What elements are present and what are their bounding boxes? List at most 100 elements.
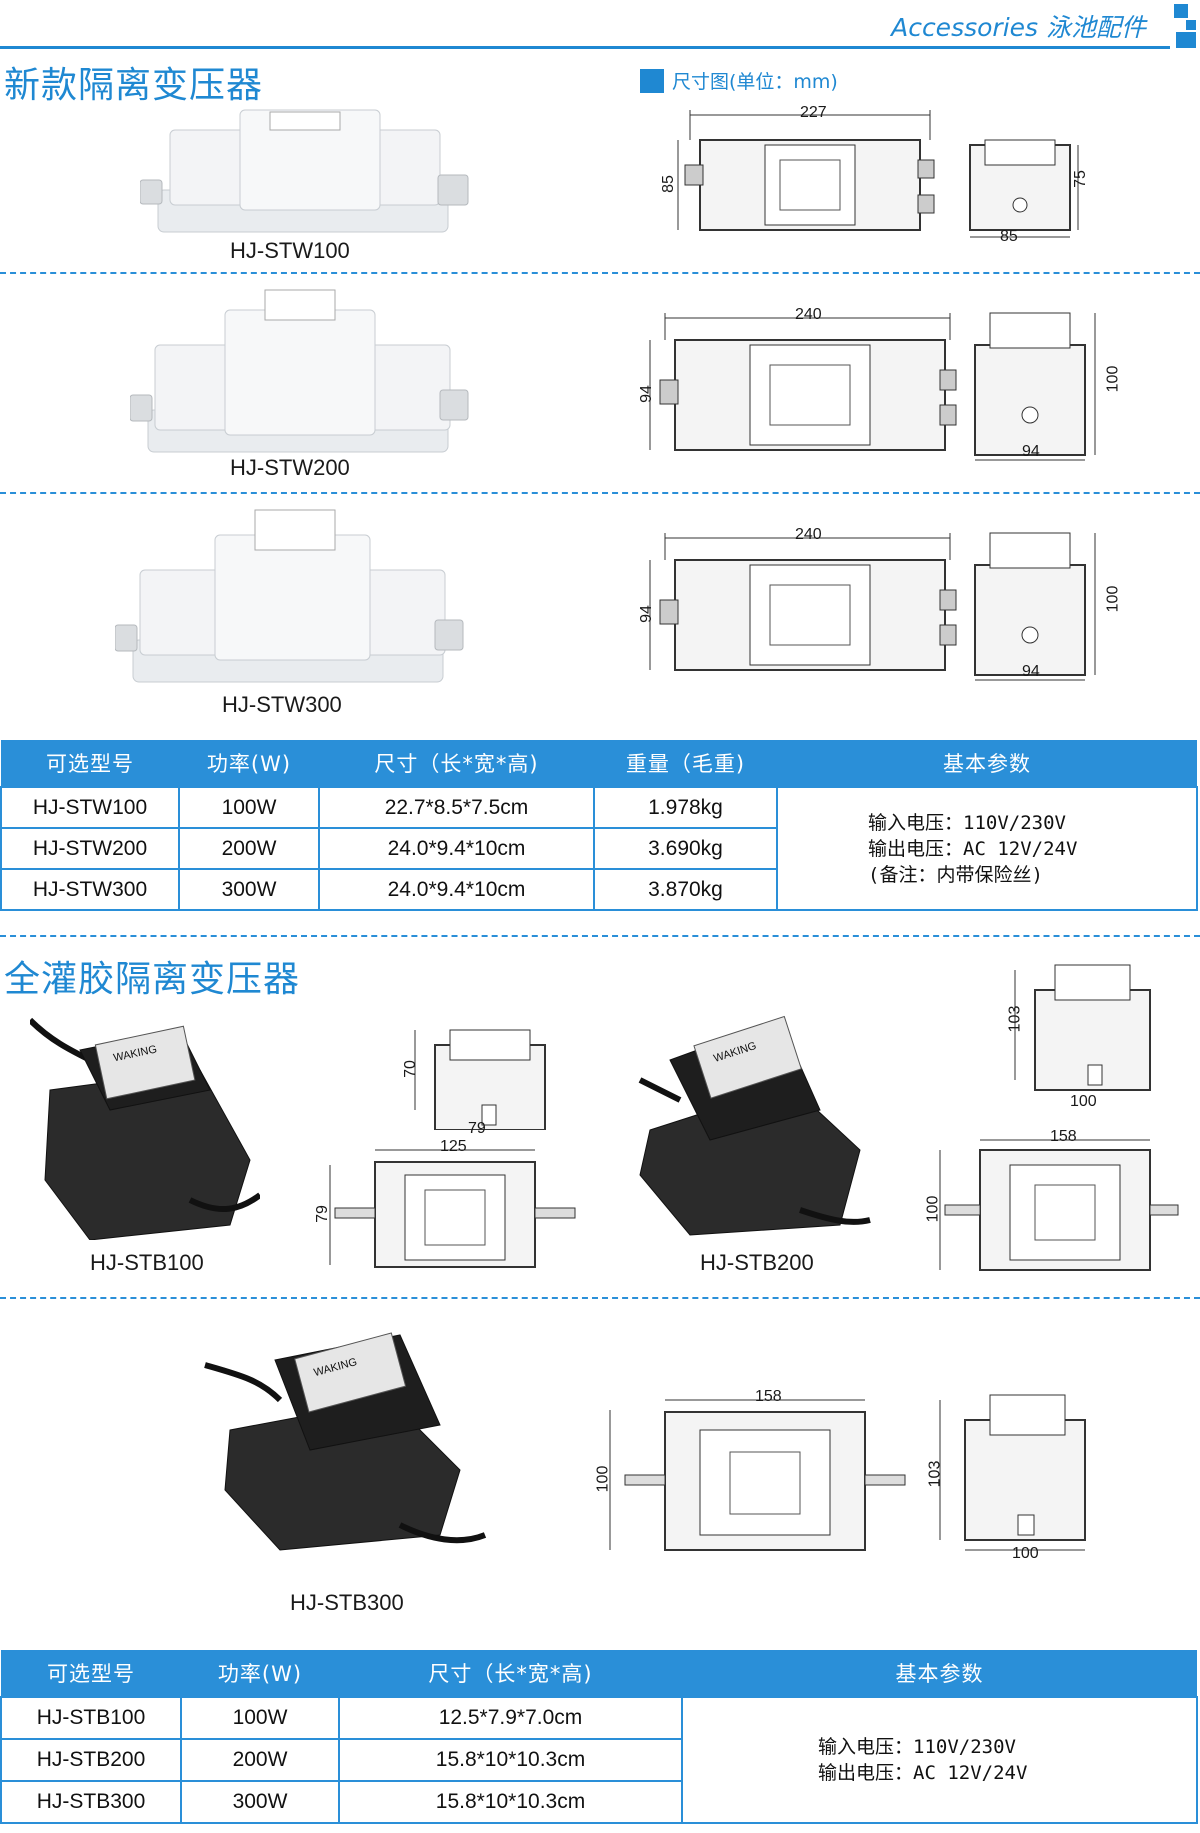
stw100-caption: HJ-STW100 xyxy=(230,238,350,263)
stw200-height-label: 94 xyxy=(637,385,655,403)
stb300-top-length-label: 158 xyxy=(755,1388,782,1405)
stb300-photo: WAKING xyxy=(204,1332,487,1551)
col-header-model: 可选型号 xyxy=(1,1650,181,1697)
stw200-depth-label: 100 xyxy=(1104,365,1122,393)
cell-weight: 3.690kg xyxy=(593,827,778,870)
stb200-side-drawing xyxy=(1014,964,1151,1091)
section-divider xyxy=(0,935,1200,937)
stw300-length-label: 240 xyxy=(795,526,822,543)
section1-title: 新款隔离变压器 xyxy=(4,65,264,106)
col-header-params: 基本参数 xyxy=(777,740,1197,787)
stw300-depth-label: 100 xyxy=(1104,585,1122,613)
header-rule xyxy=(0,46,1170,49)
stw-spec-table: 可选型号 功率(W) 尺寸（长*宽*高) 重量（毛重) 基本参数 HJ-STW1… xyxy=(0,740,1198,911)
cell-size: 24.0*9.4*10cm xyxy=(318,868,595,911)
section-divider xyxy=(0,272,1200,274)
cell-model: HJ-STB200 xyxy=(0,1738,182,1782)
stw200-dimension-drawing xyxy=(649,312,1096,461)
table-row: HJ-STW100 100W 22.7*8.5*7.5cm 1.978kg 输入… xyxy=(0,786,1198,911)
stw300-dimension-drawing xyxy=(649,532,1096,681)
stb200-caption: HJ-STB200 xyxy=(700,1250,814,1275)
stb300-side-width-label: 100 xyxy=(1012,1545,1039,1562)
stb300-caption: HJ-STB300 xyxy=(290,1590,404,1615)
cell-power: 200W xyxy=(180,1738,340,1782)
stw200-length-label: 240 xyxy=(795,306,822,323)
section2-title: 全灌胶隔离变压器 xyxy=(4,959,301,1000)
section-divider xyxy=(0,492,1200,494)
dimension-legend: 尺寸图(单位：mm) xyxy=(640,67,838,94)
table-row: HJ-STW300 300W 24.0*9.4*10cm 3.870kg xyxy=(0,868,1197,911)
stb100-side-drawing xyxy=(414,1029,546,1130)
stw300-photo xyxy=(115,509,464,683)
table-row: HJ-STB300 300W 15.8*10*10.3cm xyxy=(0,1780,1197,1824)
col-header-model: 可选型号 xyxy=(1,740,179,787)
cell-power: 100W xyxy=(178,786,320,829)
stb200-top-width-label: 100 xyxy=(924,1195,942,1223)
stb300-side-drawing xyxy=(939,1394,1086,1551)
stw100-dimension-drawing xyxy=(677,110,1079,238)
param-line: 输入电压：110V/230V xyxy=(818,1736,1016,1758)
stb200-side-height-label: 103 xyxy=(1006,1005,1024,1033)
stb300-top-width-label: 100 xyxy=(594,1465,612,1493)
stw100-height-label: 85 xyxy=(659,175,677,193)
cell-model: HJ-STW100 xyxy=(0,786,180,829)
cell-size: 12.5*7.9*7.0cm xyxy=(338,1696,683,1740)
col-header-power: 功率(W) xyxy=(181,1650,339,1697)
col-header-size: 尺寸（长*宽*高) xyxy=(339,1650,682,1697)
table-row: HJ-STW200 200W 24.0*9.4*10cm 3.690kg xyxy=(0,827,1197,870)
table-header-row: 可选型号 功率(W) 尺寸（长*宽*高) 重量（毛重) 基本参数 xyxy=(1,740,1197,787)
decor-square xyxy=(1174,4,1188,18)
cell-power: 300W xyxy=(178,868,320,911)
col-header-power: 功率(W) xyxy=(179,740,319,787)
stb200-photo: WAKING xyxy=(638,1015,871,1236)
stb-spec-table: 可选型号 功率(W) 尺寸（长*宽*高) 基本参数 HJ-STB100 100W… xyxy=(0,1650,1198,1824)
stb300-top-drawing xyxy=(609,1399,906,1551)
stw100-depth-label: 75 xyxy=(1071,170,1089,188)
stw100-length-label: 227 xyxy=(800,104,827,121)
stb100-top-width-label: 79 xyxy=(313,1205,331,1223)
cell-model: HJ-STW300 xyxy=(0,868,180,911)
stb100-side-height-label: 70 xyxy=(401,1060,419,1078)
cell-power: 300W xyxy=(180,1780,340,1824)
cell-size: 22.7*8.5*7.5cm xyxy=(318,786,595,829)
decor-square xyxy=(1186,20,1196,30)
stw300-caption: HJ-STW300 xyxy=(222,692,342,717)
stw300-width-label: 94 xyxy=(1022,663,1040,680)
cell-model: HJ-STB100 xyxy=(0,1696,182,1740)
param-line: 输入电压：110V/230V xyxy=(868,811,1066,834)
cell-size: 24.0*9.4*10cm xyxy=(318,827,595,870)
col-header-params: 基本参数 xyxy=(682,1650,1197,1697)
stw300-height-label: 94 xyxy=(637,605,655,623)
stb100-side-width-label: 79 xyxy=(468,1120,486,1137)
table-row: HJ-STB100 100W 12.5*7.9*7.0cm 输入电压：110V/… xyxy=(0,1696,1198,1824)
stb100-photo: WAKING xyxy=(30,1017,260,1240)
stb100-caption: HJ-STB100 xyxy=(90,1250,204,1275)
decor-square xyxy=(1176,32,1196,48)
col-header-weight: 重量（毛重) xyxy=(594,740,777,787)
param-line: (备注：内带保险丝) xyxy=(868,863,1043,886)
param-line: 输出电压：AC 12V/24V xyxy=(868,837,1078,860)
stw100-photo xyxy=(140,109,469,233)
legend-text: 尺寸图(单位：mm) xyxy=(672,71,838,93)
cell-weight: 1.978kg xyxy=(593,786,778,829)
cell-power: 200W xyxy=(178,827,320,870)
cell-size: 15.8*10*10.3cm xyxy=(338,1738,683,1782)
stb200-side-width-label: 100 xyxy=(1070,1093,1097,1110)
table-row: HJ-STB200 200W 15.8*10*10.3cm xyxy=(0,1738,1197,1782)
legend-square-icon xyxy=(640,69,664,93)
stw200-photo xyxy=(130,289,469,453)
stb100-top-length-label: 125 xyxy=(440,1138,467,1155)
table-header-row: 可选型号 功率(W) 尺寸（长*宽*高) 基本参数 xyxy=(1,1650,1197,1697)
cell-params: 输入电压：110V/230V 输出电压：AC 12V/24V xyxy=(681,1696,1198,1824)
cell-power: 100W xyxy=(180,1696,340,1740)
stw200-caption: HJ-STW200 xyxy=(230,455,350,480)
cell-params: 输入电压：110V/230V 输出电压：AC 12V/24V (备注：内带保险丝… xyxy=(776,786,1198,911)
stb200-top-drawing xyxy=(939,1139,1179,1271)
stb300-side-height-label: 103 xyxy=(926,1460,944,1488)
cell-model: HJ-STB300 xyxy=(0,1780,182,1824)
stb100-top-drawing xyxy=(329,1149,576,1268)
stw200-width-label: 94 xyxy=(1022,443,1040,460)
cell-model: HJ-STW200 xyxy=(0,827,180,870)
cell-size: 15.8*10*10.3cm xyxy=(338,1780,683,1824)
col-header-size: 尺寸（长*宽*高) xyxy=(319,740,594,787)
